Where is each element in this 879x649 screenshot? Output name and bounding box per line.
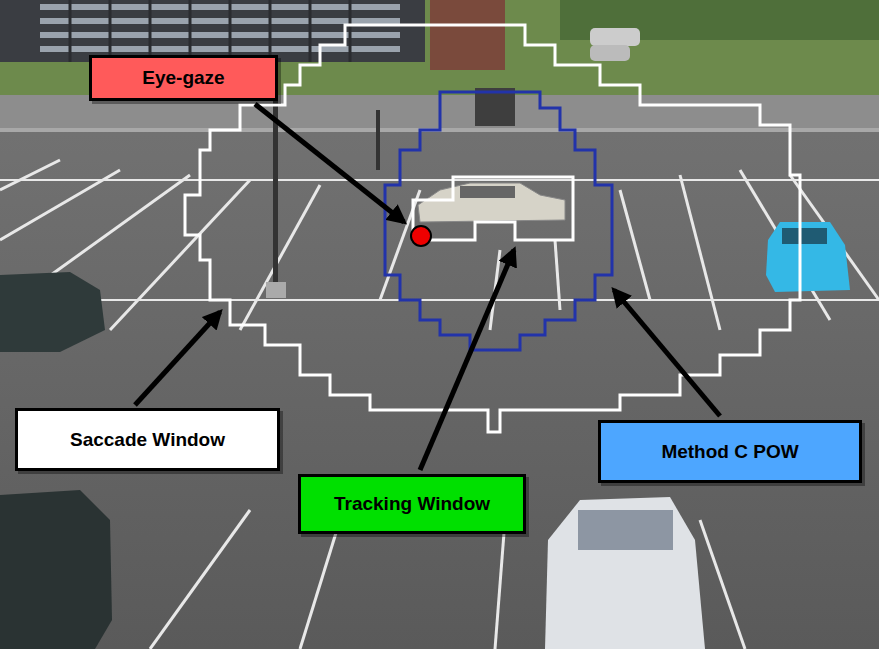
label-text: Saccade Window bbox=[70, 429, 225, 451]
label-box: Saccade Window bbox=[15, 408, 280, 471]
silver-car bbox=[418, 183, 565, 222]
label-text: Tracking Window bbox=[334, 493, 490, 515]
label-box: Method C POW bbox=[598, 420, 862, 483]
tracking-window-outline bbox=[413, 177, 573, 240]
pow-outline bbox=[385, 92, 612, 350]
blue-car bbox=[766, 222, 850, 292]
label-box: Tracking Window bbox=[298, 474, 526, 534]
label-text: Method C POW bbox=[661, 441, 798, 463]
eye-gaze-dot bbox=[411, 226, 431, 246]
label-box: Eye-gaze bbox=[89, 55, 278, 101]
label-text: Eye-gaze bbox=[142, 67, 224, 89]
white-car bbox=[545, 497, 705, 649]
